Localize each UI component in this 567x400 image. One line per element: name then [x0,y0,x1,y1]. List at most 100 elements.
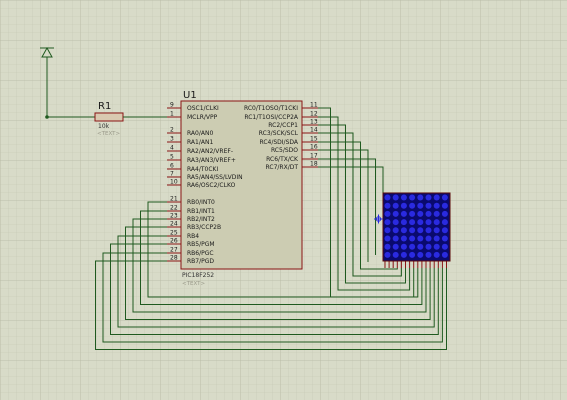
pin-number: 4 [170,145,174,152]
led-dot [392,194,399,201]
led-dot [433,202,440,209]
led-dot [384,235,391,242]
wire [318,158,376,255]
wire [125,226,431,320]
led-dot [392,251,399,258]
pin-label: RB5/PGM [187,241,215,248]
pin-label: RB0/INT0 [187,199,215,206]
led-dot [433,219,440,226]
pin-label: RC6/TX/CK [266,156,299,163]
pin-label: RC0/T1OSO/T1CKI [244,105,298,112]
led-matrix-8x8[interactable] [374,192,451,268]
led-dot [409,243,416,250]
pin-label: RB1/INT1 [187,208,215,215]
led-dot [384,202,391,209]
pin-number: 14 [310,127,318,134]
pin-number: 21 [170,196,178,203]
led-dot [392,243,399,250]
pin-number: 17 [310,153,318,160]
pin-label: RA3/AN3/VREF+ [187,157,236,164]
pin-label: RB2/INT2 [187,216,215,223]
led-dot [417,210,424,217]
led-dot [409,219,416,226]
led-dot [417,194,424,201]
pin-number: 13 [310,119,318,126]
pin-label: RC7/RX/DT [266,164,299,171]
pin-label: RC4/SDI/SDA [259,139,298,146]
pin-label: RC5/SDO [271,147,298,154]
net-wires [95,107,447,350]
pin-label: RC3/SCK/SCL [259,130,299,137]
led-dot [400,235,407,242]
matrix-leds [384,194,448,258]
led-dot [425,251,432,258]
led-dot [425,243,432,250]
mcu-text-placeholder: <TEXT> [182,281,205,287]
resistor-r1[interactable]: R1 10k <TEXT> [47,101,170,137]
wire [147,201,419,298]
led-dot [433,251,440,258]
led-dot [433,210,440,217]
mcu-right-labels: RC0/T1OSO/T1CKIRC1/T1OSI/CCP2ARC2/CCP1RC… [244,105,299,171]
pin-label: RB4 [187,233,199,240]
led-dot [425,194,432,201]
led-dot [433,235,440,242]
pin-number: 10 [170,179,178,186]
resistor-value: 10k [98,123,110,130]
led-dot [433,227,440,234]
led-dot [441,243,448,250]
wire [140,210,423,305]
pin-number: 28 [170,255,178,262]
pin-number: 23 [170,213,178,220]
led-dot [417,202,424,209]
pin-label: RB7/PGD [187,258,214,265]
pin-label: RA0/AN0 [187,130,213,137]
led-dot [384,194,391,201]
pin-number: 15 [310,136,318,143]
pin-number: 5 [170,154,174,161]
led-dot [400,227,407,234]
led-dot [400,202,407,209]
led-dot [425,202,432,209]
resistor-text-placeholder: <TEXT> [97,131,120,137]
matrix-body [382,192,451,262]
pin-label: RA2/AN2/VREF- [187,148,233,155]
pin-number: 9 [170,102,174,109]
pin-label: MCLR/VPP [187,114,218,121]
pin-number: 1 [170,111,174,118]
wire [117,235,435,328]
pin-number: 24 [170,221,178,228]
led-dot [433,194,440,201]
led-dot [425,219,432,226]
led-dot [417,243,424,250]
led-dot [384,243,391,250]
led-dot [417,227,424,234]
led-dot [400,251,407,258]
led-dot [409,194,416,201]
pin-label: RA1/AN1 [187,139,213,146]
power-terminal[interactable] [40,46,54,119]
wire [318,132,402,277]
led-dot [441,235,448,242]
pin-number: 11 [310,102,318,109]
wire [318,116,411,291]
pin-number: 3 [170,136,174,143]
wire [318,124,406,284]
led-dot [400,210,407,217]
led-dot [441,251,448,258]
pin-number: 2 [170,127,174,134]
pin-number: 27 [170,247,178,254]
resistor-ref: R1 [98,101,111,112]
pin-number: 22 [170,205,178,212]
wire [132,218,427,313]
led-dot [425,227,432,234]
pin-number: 16 [310,144,318,151]
led-dot [441,219,448,226]
led-dot [409,235,416,242]
matrix-bottom-pins [384,261,447,268]
led-dot [441,202,448,209]
